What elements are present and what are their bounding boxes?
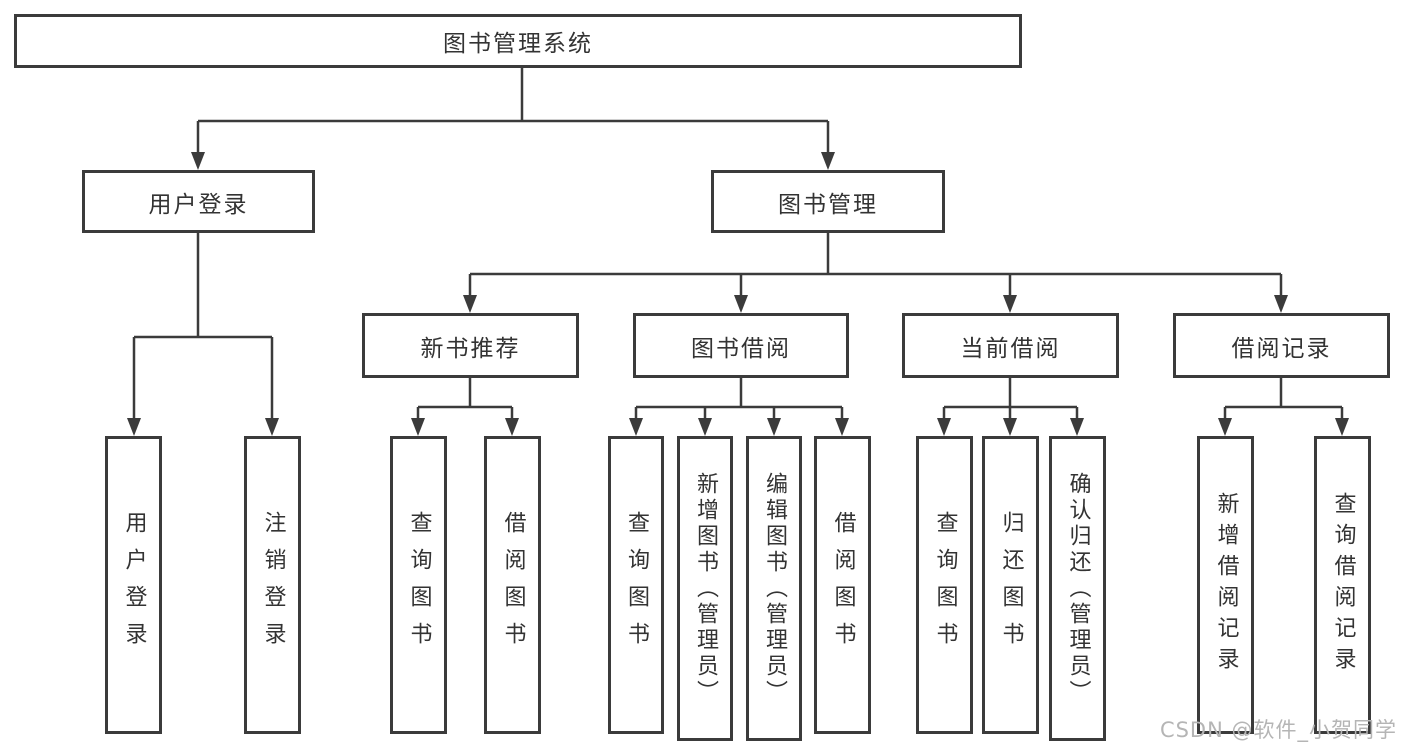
leaf-label: 编辑图书（管理员） [762,471,787,706]
leaf-query-borrow-record: 查询借阅记录 [1314,436,1371,734]
leaf-label: 查询图书 [624,511,649,659]
connector-paths [132,68,1344,420]
leaf-borrow-query-books: 查询图书 [608,436,664,734]
leaf-user-login: 用户登录 [105,436,162,734]
leaf-logout: 注销登录 [244,436,301,734]
leaf-label: 查询图书 [406,511,432,659]
node-user-login: 用户登录 [82,170,315,233]
leaf-edit-books-admin: 编辑图书（管理员） [746,436,802,741]
node-root: 图书管理系统 [14,14,1022,68]
watermark: CSDN @软件_小贺同学 [1159,718,1397,742]
node-borrow-records: 借阅记录 [1173,313,1390,378]
leaf-label: 借阅图书 [500,511,526,659]
leaf-label: 归还图书 [998,511,1024,659]
leaf-add-books-admin: 新增图书（管理员） [677,436,733,741]
node-book-borrow: 图书借阅 [633,313,849,378]
leaf-label: 查询图书 [932,511,958,659]
leaf-newbook-query-books: 查询图书 [390,436,447,734]
leaf-label: 用户登录 [121,511,147,659]
leaf-add-borrow-record: 新增借阅记录 [1197,436,1254,734]
arrowhead-icons [127,152,1349,436]
leaf-label: 确认归还（管理员） [1065,471,1091,706]
node-current-borrow: 当前借阅 [902,313,1119,378]
leaf-borrow-borrow-books: 借阅图书 [814,436,871,734]
leaf-confirm-return-admin: 确认归还（管理员） [1049,436,1106,741]
leaf-current-query-books: 查询图书 [916,436,973,734]
leaf-label: 新增图书（管理员） [693,471,718,706]
leaf-label: 注销登录 [260,511,286,659]
leaf-label: 借阅图书 [830,511,856,659]
leaf-label: 查询借阅记录 [1330,492,1356,678]
leaf-label: 新增借阅记录 [1213,492,1239,678]
leaf-newbook-borrow-books: 借阅图书 [484,436,541,734]
leaf-return-books: 归还图书 [982,436,1039,734]
node-new-book-recommend: 新书推荐 [362,313,579,378]
node-book-management: 图书管理 [711,170,945,233]
